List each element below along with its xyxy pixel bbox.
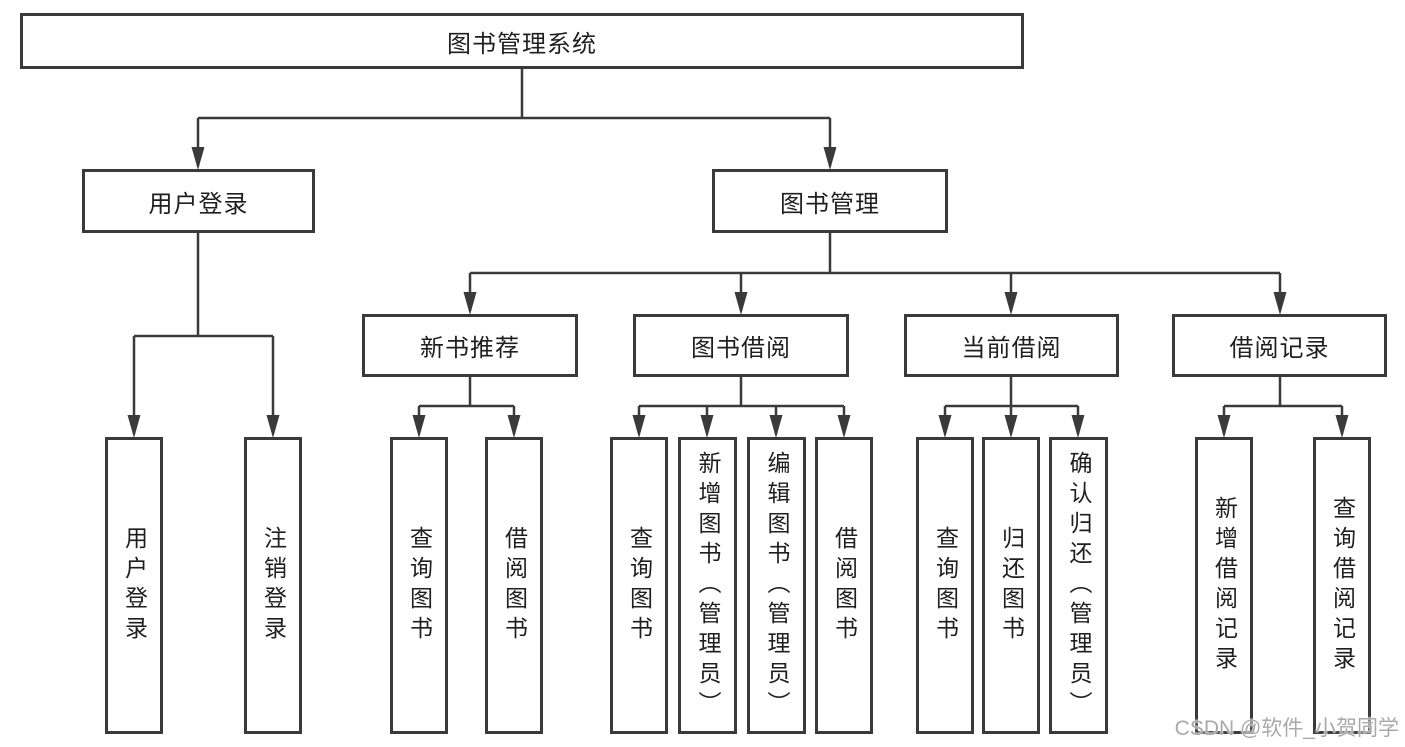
leaf-user-login-label: 用户登录: [121, 525, 148, 646]
leaf-cb-query-books-label: 查询图书: [932, 525, 959, 646]
leaf-user-login: 用户登录: [105, 437, 163, 734]
leaf-cb-return-books: 归还图书: [982, 437, 1040, 734]
leaf-br-add-record-label: 新增借阅记录: [1211, 495, 1238, 676]
node-borrowing-records: 借阅记录: [1172, 314, 1387, 377]
node-book-borrowing: 图书借阅: [633, 314, 849, 377]
node-book-management-label: 图书管理: [780, 190, 880, 218]
leaf-cb-confirm-return-label: 确认归还（管理员）: [1066, 450, 1092, 721]
node-root-label: 图书管理系统: [447, 30, 597, 58]
leaf-cb-return-books-label: 归还图书: [998, 525, 1025, 646]
node-root: 图书管理系统: [20, 13, 1024, 69]
leaf-nbr-query-books: 查询图书: [390, 437, 448, 734]
node-current-borrowing: 当前借阅: [904, 314, 1119, 377]
leaf-cb-confirm-return: 确认归还（管理员）: [1049, 437, 1108, 734]
node-user-login-label: 用户登录: [148, 190, 249, 218]
leaf-bb-add-books: 新增图书（管理员）: [678, 437, 737, 734]
leaf-logout: 注销登录: [244, 437, 302, 734]
node-new-book-recommend: 新书推荐: [362, 314, 578, 377]
leaf-bb-query-books-label: 查询图书: [626, 525, 653, 646]
leaf-nbr-query-books-label: 查询图书: [406, 525, 433, 646]
leaf-bb-edit-books-label: 编辑图书（管理员）: [764, 450, 790, 721]
node-book-borrowing-label: 图书借阅: [691, 335, 791, 362]
leaf-bb-add-books-label: 新增图书（管理员）: [695, 450, 721, 721]
leaf-bb-query-books: 查询图书: [610, 437, 668, 734]
tree-edges: [132, 69, 1344, 434]
leaf-br-query-record-label: 查询借阅记录: [1329, 495, 1356, 676]
leaf-br-query-record: 查询借阅记录: [1313, 437, 1371, 734]
csdn-watermark: CSDN @软件_小贺同学: [1174, 717, 1399, 740]
leaf-nbr-borrow-books-label: 借阅图书: [501, 525, 528, 646]
node-book-management: 图书管理: [712, 169, 948, 233]
node-user-login: 用户登录: [82, 169, 315, 233]
leaf-bb-borrow-books-label: 借阅图书: [831, 525, 858, 646]
node-current-borrowing-label: 当前借阅: [961, 335, 1062, 362]
leaf-bb-edit-books: 编辑图书（管理员）: [747, 437, 806, 734]
leaf-cb-query-books: 查询图书: [916, 437, 974, 734]
leaf-bb-borrow-books: 借阅图书: [815, 437, 873, 734]
leaf-nbr-borrow-books: 借阅图书: [485, 437, 543, 734]
leaf-br-add-record: 新增借阅记录: [1195, 437, 1253, 734]
node-new-book-recommend-label: 新书推荐: [420, 335, 520, 362]
arrowheads: [127, 147, 1349, 438]
leaf-logout-label: 注销登录: [260, 525, 287, 646]
node-borrowing-records-label: 借阅记录: [1229, 335, 1330, 362]
